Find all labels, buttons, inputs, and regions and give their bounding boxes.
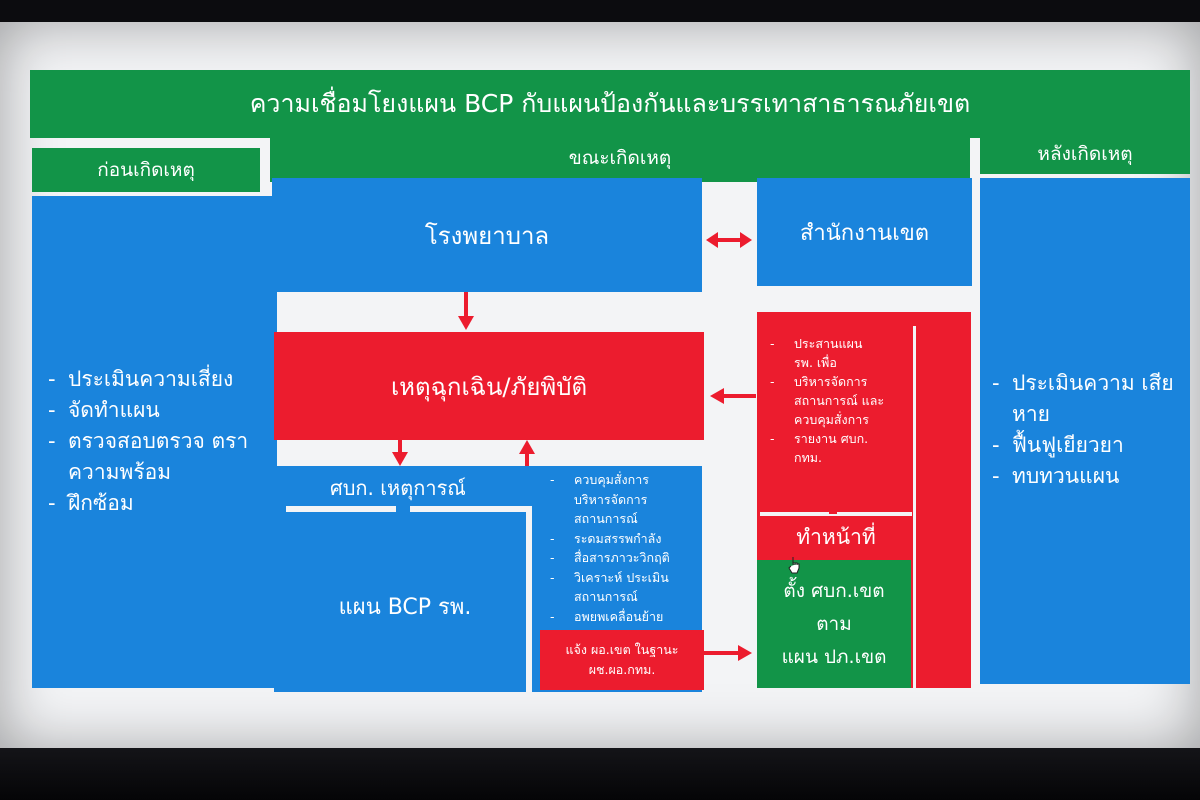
column-header-after: หลังเกิดเหตุ — [980, 134, 1190, 174]
eoc-task-item: วิเคราะห์ ประเมิน — [540, 568, 670, 588]
bcp-plan-label: แผน BCP รพ. — [338, 594, 472, 620]
arrowhead — [519, 440, 535, 454]
eoc-task-item: สถานการณ์ — [574, 511, 638, 526]
emergency-box: เหตุฉุกเฉิน/ภัยพิบัติ — [274, 332, 704, 440]
coord-task-item: สถานการณ์ และ — [794, 393, 885, 408]
coord-task-item: บริหารจัดการ — [760, 372, 884, 391]
eoc-task-item: อพยพเคลื่อนย้าย — [540, 607, 670, 627]
hand-cursor-icon — [788, 557, 800, 574]
monitor-bezel — [0, 748, 1200, 800]
after-list: ประเมินความ เสียหาย ฟื้นฟูเยียวยา ทบทวนแ… — [988, 368, 1188, 492]
eoc-task-list: ควบคุมสั่งการบริหารจัดการสถานการณ์ระดมสร… — [540, 470, 670, 626]
arrowhead — [458, 316, 474, 330]
before-item: จัดทำแผน — [44, 395, 274, 426]
coord-task-item: รายงาน ศบก. — [760, 429, 884, 448]
after-item: ทบทวนแผน — [988, 461, 1188, 492]
before-item: ฝึกซ้อม — [44, 488, 274, 519]
district-eoc-box: ตั้ง ศบก.เขต ตาม แผน ปภ.เขต — [757, 560, 911, 688]
column-header-before: ก่อนเกิดเหตุ — [32, 148, 260, 192]
before-list: ประเมินความเสี่ยง จัดทำแผน ตรวจสอบตรวจ ต… — [44, 364, 274, 519]
divider — [526, 506, 532, 692]
arrowhead — [392, 452, 408, 466]
connector — [829, 496, 837, 514]
divider — [410, 506, 530, 512]
coord-task-item: ควบคุมสั่งการ — [794, 412, 869, 427]
arrowhead — [706, 232, 718, 248]
district-office-box: สำนักงานเขต — [757, 178, 972, 286]
coord-task-item: กทม. — [794, 450, 823, 465]
notify-director-box: แจ้ง ผอ.เขต ในฐานะ ผช.ผอ.กทม. — [540, 630, 704, 690]
arrowhead — [738, 645, 752, 661]
hospital-box: โรงพยาบาล — [272, 178, 702, 292]
arrowhead — [740, 232, 752, 248]
eoc-task-item: สื่อสารภาวะวิกฤติ — [540, 548, 670, 568]
eoc-task-item: บริหารจัดการ — [574, 491, 648, 507]
after-item: ฟื้นฟูเยียวยา — [988, 430, 1188, 461]
slide-title: ความเชื่อมโยงแผน BCP กับแผนป้องกันและบรร… — [30, 70, 1190, 138]
arrowhead — [710, 388, 724, 404]
eoc-task-item: ควบคุมสั่งการ — [540, 470, 670, 490]
eoc-tasks-panel: ควบคุมสั่งการบริหารจัดการสถานการณ์ระดมสร… — [540, 470, 702, 630]
eoc-incident-label: ศบก. เหตุการณ์ — [330, 476, 466, 500]
coord-task-item: รพ. เพื่อ — [794, 355, 837, 370]
eoc-task-item: สถานการณ์ — [574, 589, 638, 604]
district-eoc-line: ตั้ง ศบก.เขต — [783, 579, 885, 602]
after-item: ประเมินความ เสียหาย — [988, 368, 1188, 430]
district-eoc-line: ตาม — [816, 612, 852, 635]
divider — [913, 326, 916, 688]
coord-task-item: ประสานแผน — [760, 334, 884, 353]
before-item: ตรวจสอบตรวจ ตราความพร้อม — [44, 426, 274, 488]
column-header-during: ขณะเกิดเหตุ — [270, 134, 970, 182]
district-eoc-line: แผน ปภ.เขต — [781, 645, 887, 668]
eoc-task-item: ระดมสรรพกำลัง — [540, 529, 670, 549]
divider — [286, 506, 396, 512]
before-item: ประเมินความเสี่ยง — [44, 364, 274, 395]
